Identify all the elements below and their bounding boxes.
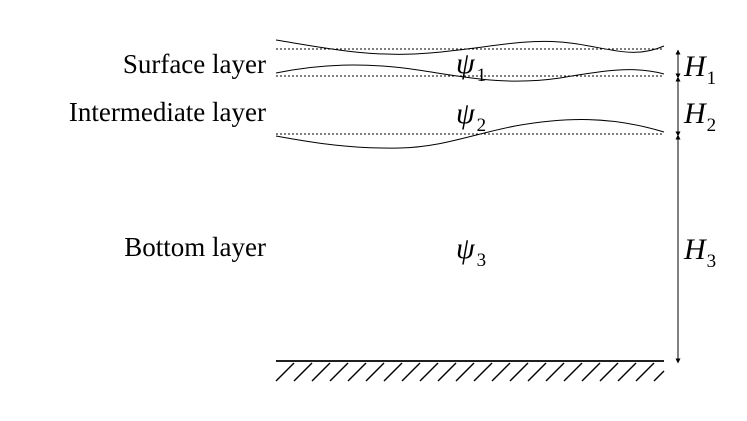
surface-top-wave — [275, 39, 665, 55]
hatch-mark — [563, 362, 583, 382]
hatch-mark — [491, 362, 511, 382]
hatch-mark — [617, 362, 637, 382]
hatch-mark — [383, 362, 403, 382]
surface-bottom-wave — [275, 64, 665, 82]
hatch-mark — [329, 362, 349, 382]
hatch-mark — [653, 370, 665, 382]
h-3-label: H3 — [683, 233, 716, 272]
bottom-hatching — [275, 362, 665, 382]
bottom-layer-label: Bottom layer — [124, 232, 266, 262]
intermediate-bottom-wave — [275, 119, 665, 149]
hatch-mark — [275, 362, 295, 382]
hatch-mark — [473, 362, 493, 382]
hatch-mark — [311, 362, 331, 382]
surface-layer-label: Surface layer — [123, 49, 266, 79]
hatch-mark — [455, 362, 475, 382]
hatch-mark — [509, 362, 529, 382]
hatch-mark — [401, 362, 421, 382]
hatch-mark — [347, 362, 367, 382]
hatch-mark — [599, 362, 619, 382]
hatch-mark — [635, 362, 655, 382]
hatch-mark — [293, 362, 313, 382]
hatch-mark — [437, 362, 457, 382]
hatch-mark — [527, 362, 547, 382]
hatch-mark — [365, 362, 385, 382]
h-2-label: H2 — [683, 97, 716, 136]
hatch-mark — [545, 362, 565, 382]
h-1-label: H1 — [683, 50, 716, 89]
hatch-mark — [581, 362, 601, 382]
hatch-mark — [419, 362, 439, 382]
intermediate-layer-label: Intermediate layer — [69, 97, 266, 127]
